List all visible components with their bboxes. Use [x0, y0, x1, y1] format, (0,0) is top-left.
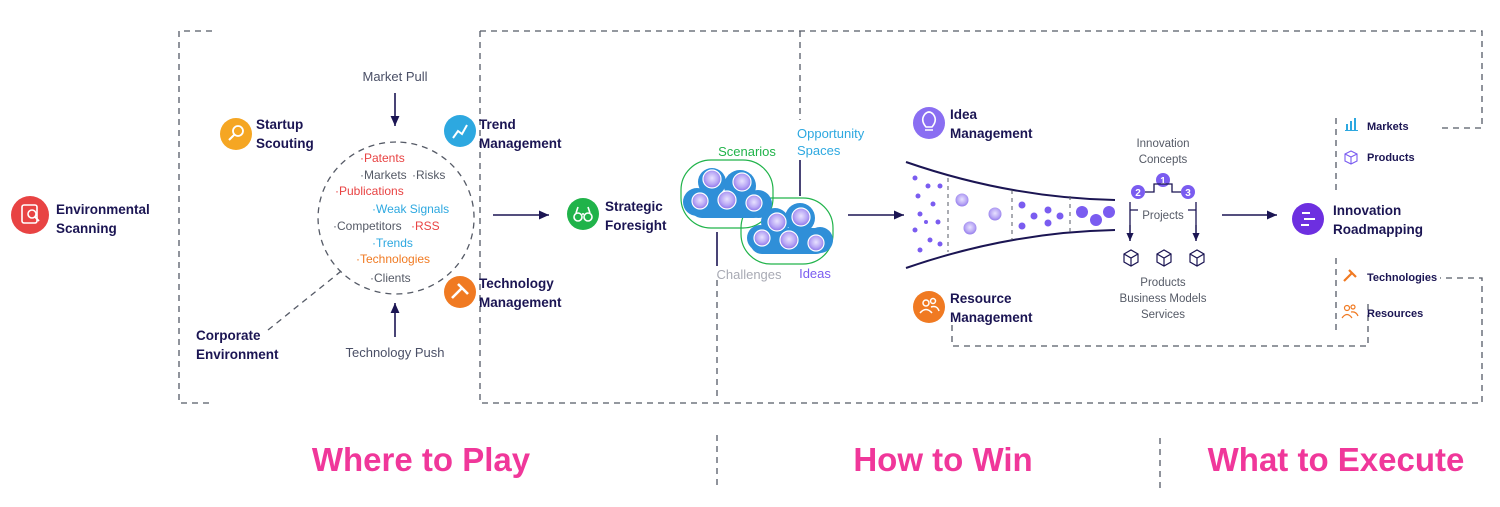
step-1: 1 [1160, 176, 1166, 187]
idea-management-node: Idea Management [913, 107, 1033, 141]
signal-clients: ·Clients [370, 271, 411, 285]
people-icon [919, 297, 940, 314]
magnifier-icon [232, 125, 244, 137]
startup-scouting-node: Startup Scouting [220, 117, 314, 151]
svg-text:Innovation: Innovation [1136, 138, 1189, 150]
svg-text:Startup: Startup [256, 117, 303, 132]
svg-text:Products: Products [1140, 277, 1186, 289]
roadmap-technologies: Technologies [1367, 272, 1437, 284]
binoculars-icon [573, 206, 593, 222]
funnel-dots [912, 175, 1115, 253]
svg-text:Innovation: Innovation [1333, 203, 1401, 218]
svg-text:Roadmapping: Roadmapping [1333, 222, 1423, 237]
svg-text:Services: Services [1141, 309, 1185, 321]
svg-text:Management: Management [950, 126, 1033, 141]
svg-text:Scouting: Scouting [256, 136, 314, 151]
svg-text:Spaces: Spaces [797, 143, 841, 158]
how-to-win-title: How to Win [853, 441, 1032, 478]
step-3: 3 [1185, 188, 1191, 199]
svg-text:Management: Management [479, 295, 562, 310]
svg-text:Strategic: Strategic [605, 199, 663, 214]
innovation-roadmapping-node: Innovation Roadmapping [1292, 203, 1423, 237]
roadmap-icon [1301, 212, 1315, 226]
svg-text:Corporate: Corporate [196, 328, 261, 343]
svg-text:Business Models: Business Models [1120, 293, 1207, 305]
where-to-play-title: Where to Play [312, 441, 531, 478]
svg-text:Management: Management [479, 136, 562, 151]
bar-chart-icon [1345, 118, 1358, 131]
projects-label: Projects [1142, 210, 1184, 222]
signal-markets: ·Markets [360, 168, 407, 182]
signal-technologies: ·Technologies [356, 252, 430, 266]
opportunity-label: Opportunity [797, 126, 865, 141]
signal-sources: Market Pull Technology Push ·Patents ·Ma… [333, 69, 449, 360]
cube-icons [1123, 249, 1205, 267]
svg-text:Scanning: Scanning [56, 221, 117, 236]
signal-publications: ·Publications [335, 184, 404, 198]
technology-hammer-icon [1343, 269, 1357, 282]
roadmap-dimensions: Markets Products Technologies Resources [1341, 118, 1437, 320]
funnel-top-edge [905, 161, 1116, 201]
phase-titles: Where to Play How to Win What to Execute [312, 441, 1464, 478]
roadmap-markets: Markets [1367, 121, 1409, 133]
svg-text:Concepts: Concepts [1139, 154, 1188, 166]
signal-rss: ·RSS [411, 219, 440, 233]
funnel-bottom-edge [905, 229, 1116, 269]
market-pull-label: Market Pull [362, 69, 427, 84]
trend-icon [452, 124, 468, 139]
cloud-bubbles [691, 169, 825, 252]
environmental-scanning-label: Environmental [56, 202, 150, 217]
svg-text:Technology: Technology [479, 276, 554, 291]
svg-text:Resource: Resource [950, 291, 1012, 306]
what-to-execute-title: What to Execute [1208, 441, 1465, 478]
idea-cloud-outline [740, 197, 834, 265]
strategy-frame [480, 30, 1483, 129]
trend-management-node: Trend Management [444, 115, 562, 151]
innovation-concepts: Innovation Concepts 1 2 3 Projects Produ… [1120, 138, 1207, 321]
svg-text:Management: Management [950, 310, 1033, 325]
strategic-foresight-node: Strategic Foresight [567, 198, 667, 233]
roadmap-resources: Resources [1367, 308, 1423, 320]
resource-people-icon [1341, 304, 1359, 319]
svg-text:Foresight: Foresight [605, 218, 667, 233]
corporate-connector [267, 267, 346, 331]
signal-competitors: ·Competitors [333, 219, 402, 233]
ideas-label: Ideas [799, 266, 831, 281]
foresight-clouds: Scenarios Opportunity Spaces Challenges … [680, 126, 865, 282]
product-cube-icon [1344, 150, 1358, 165]
environmental-scanning-node: Environmental Scanning [11, 196, 150, 236]
dashed-frames [178, 30, 1483, 490]
signal-circle [317, 141, 475, 295]
challenges-label: Challenges [716, 267, 782, 282]
connectors [390, 93, 1277, 396]
where-to-play-frame [178, 30, 212, 404]
scenario-cloud-outline [680, 159, 774, 229]
strategy-frame-left [479, 31, 1483, 404]
hammer-icon [451, 283, 469, 299]
signal-risks: ·Risks [412, 168, 445, 182]
signal-patents: ·Patents [360, 151, 405, 165]
step-2: 2 [1135, 188, 1141, 199]
roadmap-products: Products [1367, 152, 1415, 164]
signal-trends: ·Trends [372, 236, 413, 250]
corporate-environment-node: Corporate Environment [196, 328, 279, 362]
lightbulb-icon [921, 111, 937, 131]
signal-weak-signals: ·Weak Signals [372, 202, 449, 216]
resource-management-node: Resource Management [913, 291, 1033, 325]
technology-push-label: Technology Push [345, 345, 444, 360]
svg-text:Environment: Environment [196, 347, 279, 362]
svg-text:Trend: Trend [479, 117, 516, 132]
technology-management-node: Technology Management [444, 276, 562, 310]
idea-funnel [905, 161, 1116, 269]
scenarios-label: Scenarios [718, 144, 776, 159]
svg-text:Idea: Idea [950, 107, 978, 122]
